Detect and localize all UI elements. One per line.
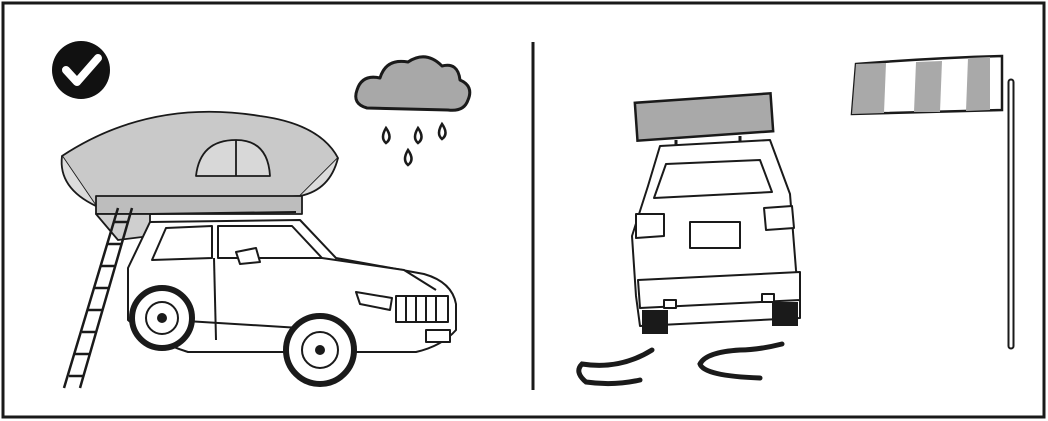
wind-swirl-lines bbox=[579, 344, 782, 384]
suv-rear-wheel bbox=[132, 288, 192, 348]
check-circle-icon bbox=[52, 41, 110, 99]
rain-cloud-icon bbox=[356, 57, 470, 165]
right-panel bbox=[579, 56, 1011, 384]
left-panel bbox=[52, 41, 470, 388]
rooftop-tent-closed bbox=[635, 93, 773, 148]
windsock-icon bbox=[852, 56, 1011, 346]
suv-rear-view bbox=[632, 140, 800, 326]
suv-front-wheel bbox=[286, 316, 354, 384]
